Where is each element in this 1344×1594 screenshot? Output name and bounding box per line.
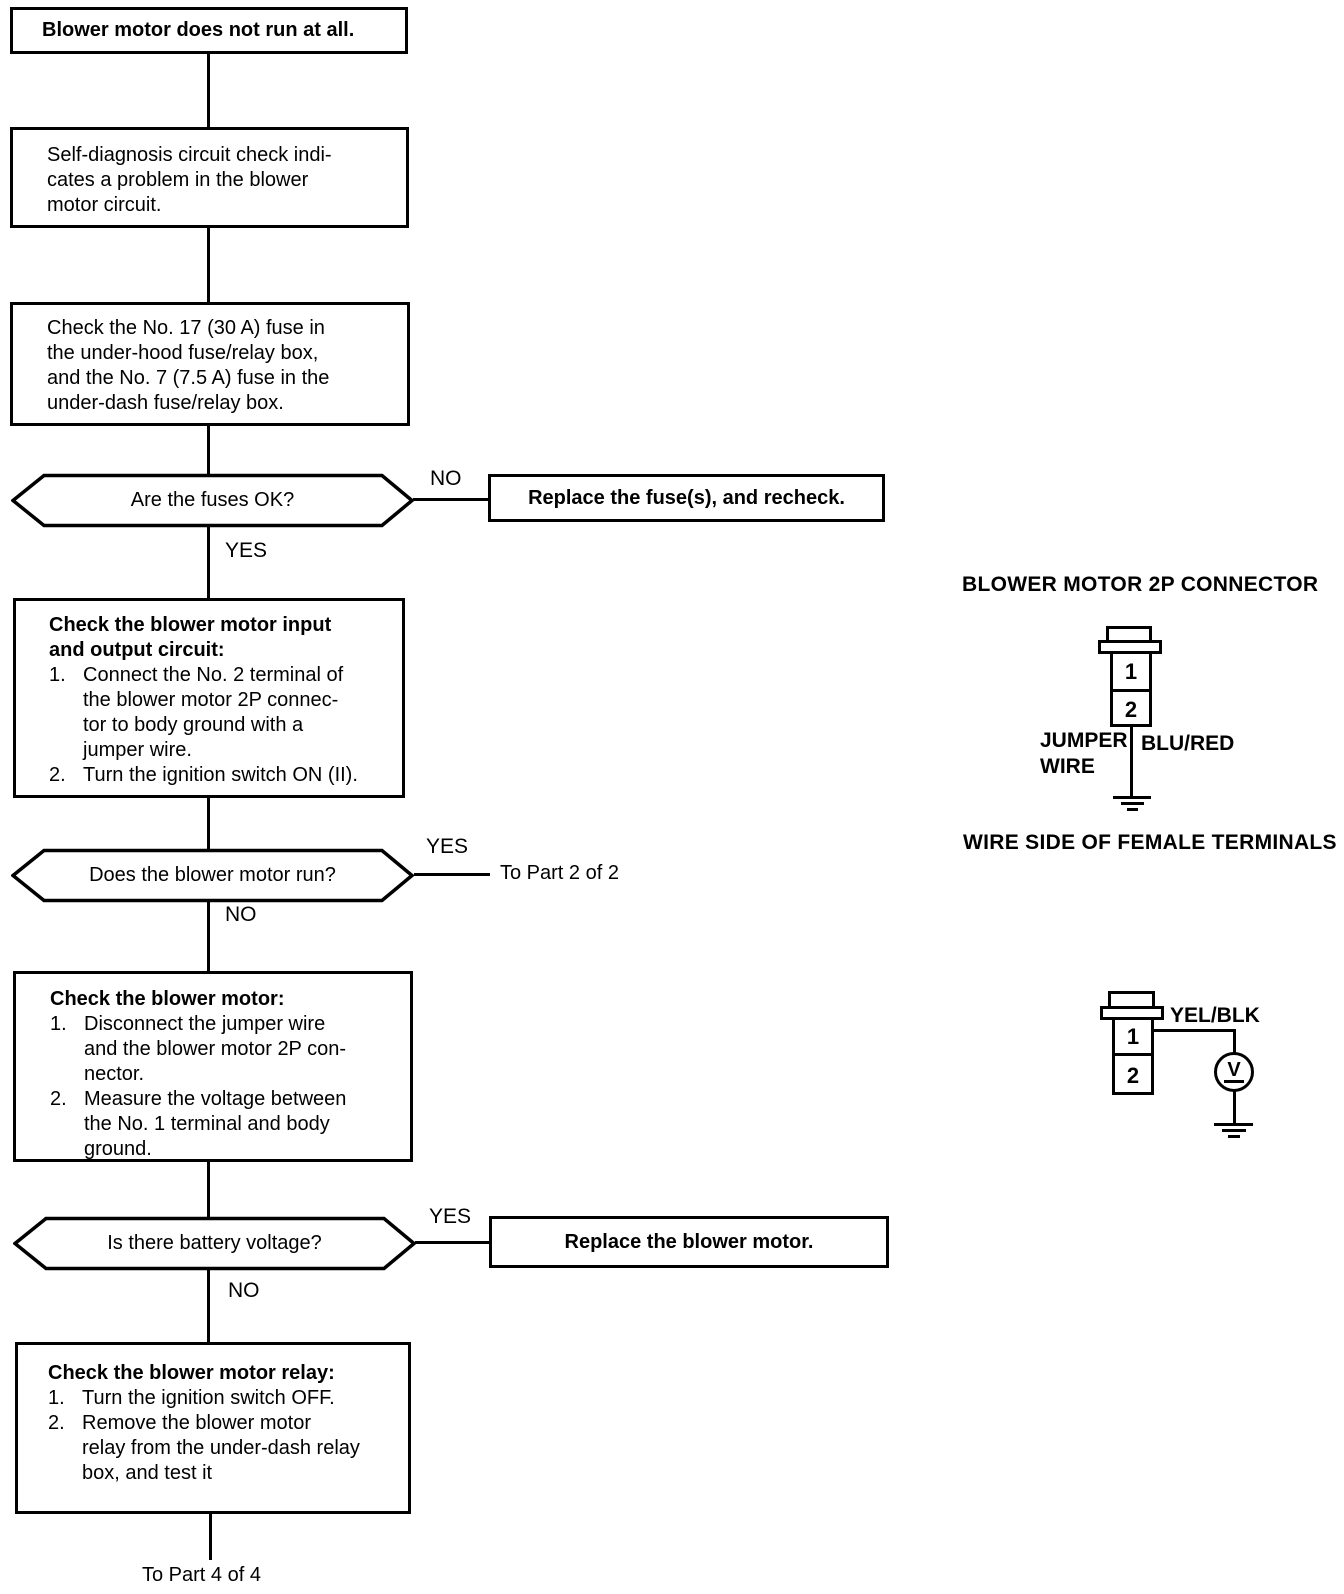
flow-line-4 (207, 527, 210, 598)
box-blower-not-run: Blower motor does not run at all. (10, 7, 408, 54)
connector1-wire-line (1130, 727, 1133, 798)
list-item-text: Disconnect the jumper wire and the blowe… (84, 1013, 347, 1085)
list-item-number: 2. (49, 764, 66, 786)
terminal-2: 2 (1126, 1062, 1140, 1088)
list-item-text: Turn the ignition switch OFF. (82, 1387, 335, 1409)
flow-line-3 (207, 424, 210, 475)
decision-blower-motor-run: Does the blower motor run? (11, 848, 414, 903)
box-check-relay: Check the blower motor relay: 1. Turn th… (15, 1342, 411, 1514)
list-item-number: 1. (50, 1013, 67, 1035)
terminal-1: 1 (1115, 1020, 1151, 1056)
list-item-text: Connect the No. 2 terminal of the blower… (83, 664, 344, 761)
list-item: 1. Turn the ignition switch OFF. (48, 1386, 402, 1411)
box-check-blower-motor: Check the blower motor: 1. Disconnect th… (13, 971, 413, 1162)
box-check-blower-motor-title: Check the blower motor: (50, 988, 285, 1010)
box-self-diagnosis-text: Self-diagnosis circuit check indi- cates… (47, 144, 332, 216)
box-check-fuses: Check the No. 17 (30 A) fuse in the unde… (10, 302, 410, 426)
box-replace-blower-motor: Replace the blower motor. (489, 1216, 889, 1268)
decision-are-fuses-ok-question: Are the fuses OK? (130, 489, 295, 511)
terminal-2: 2 (1124, 696, 1138, 722)
box-replace-blower-motor-text: Replace the blower motor. (564, 1230, 814, 1253)
flow-line-7 (207, 1160, 210, 1218)
label-yes-1: YES (225, 539, 268, 562)
list-item: 2. Turn the ignition switch ON (II). (49, 763, 396, 788)
heading-blower-connector: BLOWER MOTOR 2P CONNECTOR (962, 573, 1319, 596)
hexagon-shape-icon (11, 473, 414, 528)
list-item: 2. Remove the blower motor relay from th… (48, 1411, 402, 1486)
list-item-number: 1. (48, 1387, 65, 1409)
list-item-number: 2. (48, 1412, 65, 1434)
flow-line-no-1 (413, 498, 489, 501)
hexagon-shape-icon (13, 1216, 416, 1271)
connector2-wire-line-h (1154, 1029, 1236, 1032)
decision-battery-voltage: Is there battery voltage? (13, 1216, 416, 1271)
hexagon-shape-icon (11, 848, 414, 903)
box-check-fuses-text: Check the No. 17 (30 A) fuse in the unde… (47, 317, 330, 414)
flow-line-6 (207, 902, 210, 971)
flow-line-2 (207, 226, 210, 304)
box-check-input-output: Check the blower motor input and output … (13, 598, 405, 798)
flow-line-1 (207, 52, 210, 128)
list-item-text: Remove the blower motor relay from the u… (82, 1412, 360, 1484)
connector1-body: 1 2 (1110, 651, 1152, 727)
terminal-1: 1 (1113, 654, 1149, 692)
wire-color-yel-blk: YEL/BLK (1170, 1004, 1260, 1027)
list-item-number: 1. (49, 664, 66, 686)
label-no-1: NO (430, 467, 462, 490)
label-yes-3: YES (429, 1205, 472, 1228)
list-item-text: Measure the voltage between the No. 1 te… (84, 1088, 347, 1160)
list-item-text: Turn the ignition switch ON (II). (83, 764, 358, 786)
flow-line-yes-2 (414, 873, 490, 876)
flow-line-8 (207, 1270, 210, 1342)
connector2-wire-line-v2 (1233, 1090, 1236, 1125)
heading-wire-side: WIRE SIDE OF FEMALE TERMINALS (963, 831, 1337, 854)
connector2-body: 1 2 (1112, 1017, 1154, 1095)
decision-are-fuses-ok: Are the fuses OK? (11, 473, 414, 528)
box-replace-fuses-text: Replace the fuse(s), and recheck. (528, 486, 845, 509)
jumper-wire-label: JUMPER WIRE (1040, 729, 1128, 778)
wire-color-blu-red: BLU/RED (1141, 732, 1235, 755)
decision-blower-motor-run-question: Does the blower motor run? (89, 864, 336, 886)
list-item: 2. Measure the voltage between the No. 1… (50, 1087, 404, 1162)
connector2-wire-line-v (1233, 1029, 1236, 1054)
box-self-diagnosis: Self-diagnosis circuit check indi- cates… (10, 127, 409, 228)
list-item: 1. Connect the No. 2 terminal of the blo… (49, 663, 396, 763)
link-to-part-4: To Part 4 of 4 (142, 1564, 261, 1586)
voltmeter-icon: V (1214, 1052, 1254, 1092)
label-no-3: NO (228, 1279, 260, 1302)
flow-line-9 (209, 1512, 212, 1560)
list-item-number: 2. (50, 1088, 67, 1110)
list-item: 1. Disconnect the jumper wire and the bl… (50, 1012, 404, 1087)
box-check-input-output-title: Check the blower motor input and output … (49, 614, 332, 661)
flow-line-yes-3 (415, 1241, 490, 1244)
decision-battery-voltage-question: Is there battery voltage? (107, 1232, 322, 1254)
link-to-part-2: To Part 2 of 2 (500, 862, 619, 884)
flow-line-5 (207, 796, 210, 850)
label-no-2: NO (225, 903, 257, 926)
box-blower-not-run-text: Blower motor does not run at all. (42, 19, 355, 41)
box-replace-fuses: Replace the fuse(s), and recheck. (488, 474, 885, 522)
box-check-relay-title: Check the blower motor relay: (48, 1362, 335, 1384)
label-yes-2: YES (426, 835, 469, 858)
